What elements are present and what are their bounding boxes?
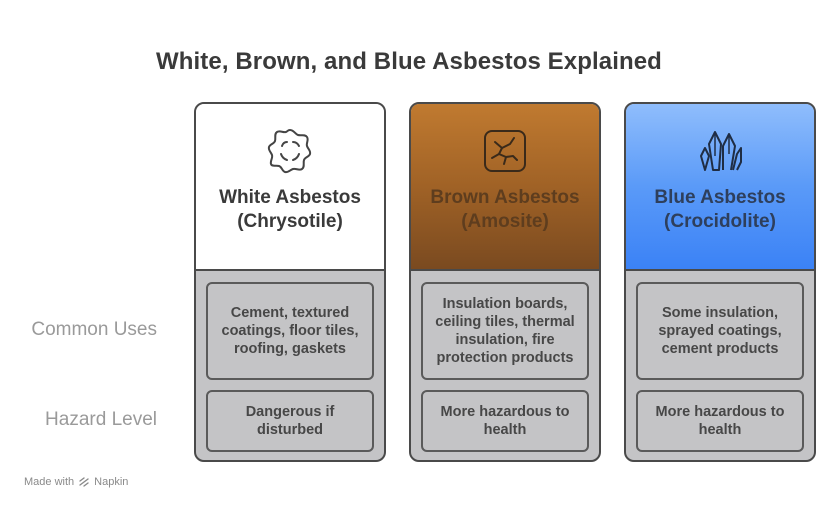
row-label-hazard-level: Hazard Level — [45, 409, 157, 430]
crystal-cluster-icon — [695, 126, 745, 176]
cracked-square-icon — [480, 126, 530, 176]
card-title: White Asbestos (Chrysotile) — [219, 187, 361, 232]
hazard-level-cell: Dangerous if disturbed — [206, 390, 374, 452]
card-title: Blue Asbestos (Crocidolite) — [654, 187, 786, 232]
hazard-level-cell: More hazardous to health — [636, 390, 804, 452]
card-title: Brown Asbestos (Amosite) — [430, 187, 580, 232]
footer-attribution[interactable]: Made with Napkin — [24, 476, 128, 488]
wavy-circle-icon — [265, 126, 315, 176]
made-with-label: Made with — [24, 476, 75, 488]
common-uses-cell: Cement, textured coatings, floor tiles, … — [206, 282, 374, 380]
card-brown-asbestos: Brown Asbestos (Amosite) Insulation boar… — [409, 102, 601, 462]
row-label-common-uses: Common Uses — [31, 319, 157, 340]
hazard-level-cell: More hazardous to health — [421, 390, 589, 452]
card-white-asbestos: White Asbestos (Chrysotile) Cement, text… — [194, 102, 386, 462]
common-uses-cell: Insulation boards, ceiling tiles, therma… — [421, 282, 589, 380]
card-blue-asbestos: Blue Asbestos (Crocidolite) Some insulat… — [624, 102, 816, 462]
common-uses-cell: Some insulation, sprayed coatings, cemen… — [636, 282, 804, 380]
napkin-brand: Napkin — [94, 476, 129, 488]
page-title: White, Brown, and Blue Asbestos Explaine… — [156, 48, 662, 75]
napkin-logo-icon — [78, 476, 90, 488]
card-header: Brown Asbestos (Amosite) — [411, 104, 599, 271]
card-header: Blue Asbestos (Crocidolite) — [626, 104, 814, 271]
card-header: White Asbestos (Chrysotile) — [196, 104, 384, 271]
